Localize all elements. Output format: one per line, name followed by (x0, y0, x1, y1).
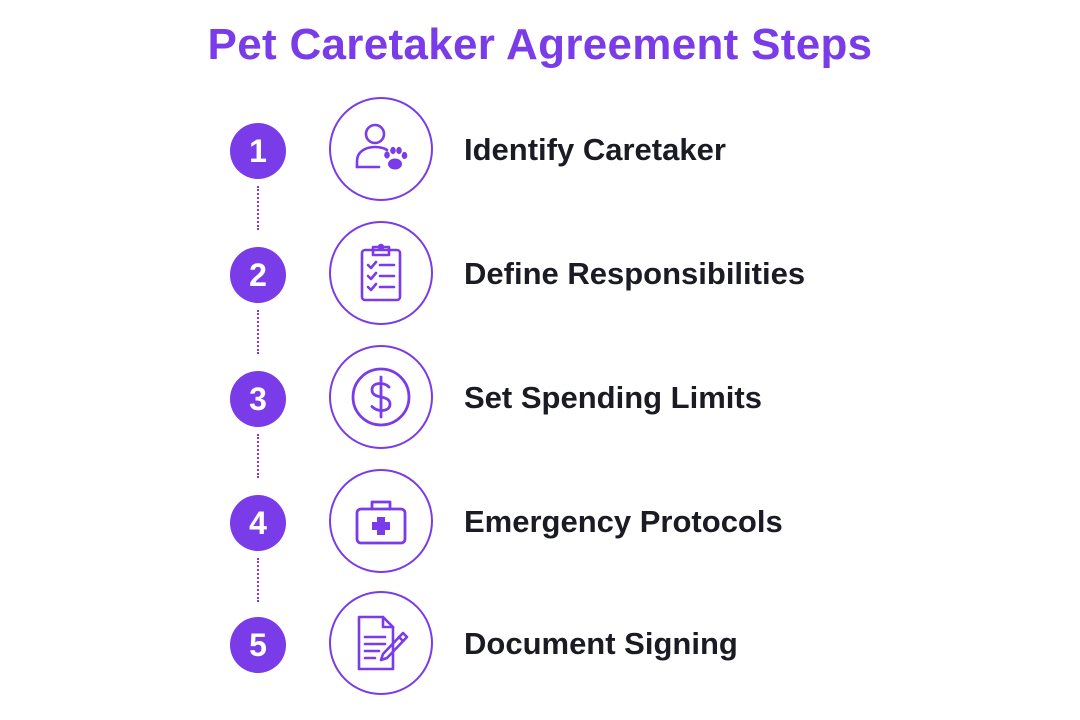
step-label: Identify Caretaker (464, 132, 726, 167)
step-connector (257, 310, 259, 354)
person-with-paw-icon (329, 97, 433, 201)
step-label: Emergency Protocols (464, 504, 783, 539)
step-connector (257, 434, 259, 478)
step-number-badge: 1 (230, 123, 286, 179)
step-number-badge: 2 (230, 247, 286, 303)
step-1: 1 Identify Caretaker (0, 96, 1080, 206)
step-connector (257, 558, 259, 602)
first-aid-kit-icon (329, 469, 433, 573)
step-5: 5 Document Signing (0, 590, 1080, 700)
step-number-badge: 5 (230, 617, 286, 673)
dollar-coin-icon (329, 345, 433, 449)
step-4: 4 Emergency Protocols (0, 468, 1080, 578)
diagram-title: Pet Caretaker Agreement Steps (207, 20, 873, 69)
step-label: Set Spending Limits (464, 380, 762, 415)
clipboard-checklist-icon (329, 221, 433, 325)
step-number-badge: 3 (230, 371, 286, 427)
step-label: Document Signing (464, 626, 738, 661)
step-number-badge: 4 (230, 495, 286, 551)
step-connector (257, 186, 259, 230)
step-3: 3 Set Spending Limits (0, 344, 1080, 454)
step-2: 2 Define Responsibilities (0, 220, 1080, 330)
step-label: Define Responsibilities (464, 256, 806, 291)
document-pen-icon (329, 591, 433, 695)
